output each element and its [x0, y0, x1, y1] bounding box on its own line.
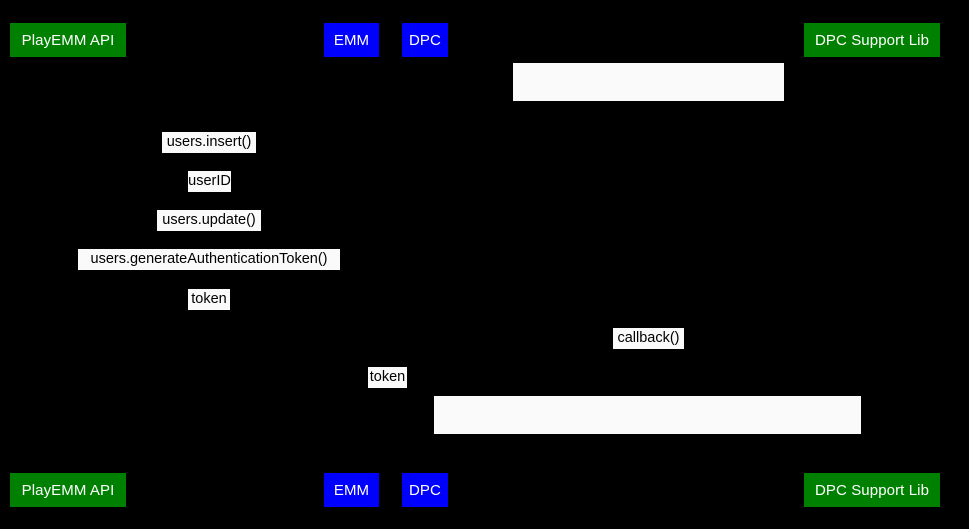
message-line-1: androidForWorkAccountSupport [544, 436, 751, 452]
message-label-ensure-working-environment: androidForWorkAccountSupport .ensureWork… [513, 63, 784, 176]
message-label-users-insert: users.insert() [162, 132, 256, 153]
message-line-1: token [369, 368, 406, 385]
message-line-1: userID [188, 172, 231, 189]
participant-label: EMM [333, 31, 370, 49]
message-label-callback: callback() [613, 328, 684, 349]
message-line-1: token [191, 290, 227, 307]
participant-bottom-dpc[interactable]: DPC [402, 473, 448, 507]
participant-label: DPC Support Lib [814, 31, 930, 49]
participant-top-emm[interactable]: EMM [324, 23, 379, 57]
message-line-1: androidForWorkAccountSupport [545, 103, 752, 119]
participant-bottom-dpc-support-lib[interactable]: DPC Support Lib [804, 473, 940, 507]
message-label-token-upper: token [188, 289, 230, 310]
participant-top-dpc[interactable]: DPC [402, 23, 448, 57]
message-label-users-update: users.update() [157, 210, 261, 231]
message-line-1: users.generateAuthenticationToken() [90, 250, 328, 267]
participant-bottom-playemm-api[interactable]: PlayEMM API [10, 473, 126, 507]
message-label-generate-authentication-token: users.generateAuthenticationToken() [78, 249, 340, 270]
participant-label: PlayEMM API [21, 481, 115, 499]
participant-label: DPC Support Lib [814, 481, 930, 499]
message-line-2: .ensureWorkingEnvironment(callback) [526, 160, 771, 176]
participant-label: DPC [409, 481, 441, 499]
participant-label: DPC [409, 31, 441, 49]
participant-bottom-emm[interactable]: EMM [324, 473, 379, 507]
message-label-userid: userID [188, 171, 231, 192]
message-line-2: .addAndroidForWorkAccount(token, account… [453, 493, 842, 509]
participant-label: EMM [333, 481, 370, 499]
participant-top-dpc-support-lib[interactable]: DPC Support Lib [804, 23, 940, 57]
participant-label: PlayEMM API [21, 31, 115, 49]
message-line-1: users.insert() [166, 133, 252, 150]
participant-top-playemm-api[interactable]: PlayEMM API [10, 23, 126, 57]
message-line-1: users.update() [162, 211, 256, 228]
message-line-1: callback() [617, 329, 680, 346]
message-label-add-android-for-work-account: androidForWorkAccountSupport .addAndroid… [434, 396, 861, 509]
message-label-token-lower: token [368, 367, 407, 388]
